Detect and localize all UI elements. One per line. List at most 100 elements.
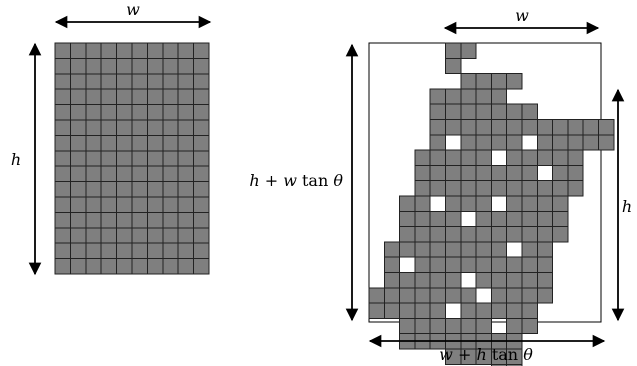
pixel-cell — [131, 88, 148, 106]
pixel-cell — [131, 181, 148, 198]
rotated-pixel-cell — [429, 103, 447, 120]
pixel-cell — [116, 73, 133, 90]
rotated-pixel-cell — [383, 241, 401, 258]
rotated-pixel-cell — [567, 164, 584, 182]
pixel-cell — [116, 104, 133, 121]
pixel-cell — [146, 57, 164, 75]
pixel-cell — [162, 211, 179, 229]
rotated-pixel-cell — [475, 73, 492, 90]
pixel-cell — [69, 119, 87, 136]
pixel-cell — [131, 119, 148, 136]
rotated-pixel-cell — [475, 119, 492, 136]
bbox-width-plus: + — [453, 345, 477, 364]
pixel-cell — [85, 104, 102, 121]
rotated-pixel-cell — [414, 195, 431, 212]
pixel-cell — [85, 242, 102, 260]
rotated-pixel-cell — [490, 73, 508, 90]
pixel-cell — [193, 88, 210, 106]
rotated-pixel-cell — [460, 287, 477, 304]
rotated-pixel-cell — [598, 119, 615, 136]
pixel-cell — [131, 242, 148, 260]
pixel-cell — [177, 119, 195, 136]
pixel-cell — [146, 88, 164, 106]
rotated-pixel-cell — [536, 195, 554, 212]
rotated-pixel-cell — [475, 272, 492, 289]
rotated-pixel-cell — [429, 149, 447, 166]
rotated-pixel-cell — [567, 149, 584, 166]
pixel-cell — [54, 150, 71, 167]
rotated-pixel-cell — [582, 119, 600, 136]
rotated-pixel-cell — [552, 119, 569, 136]
rotated-pixel-cell — [445, 317, 462, 335]
rotated-pixel-cell — [460, 241, 477, 258]
rotated-pixel-cell — [445, 42, 462, 59]
rotated-pixel-cell — [460, 119, 477, 136]
pixel-cell — [100, 119, 118, 136]
rotated-pixel-cell — [521, 103, 538, 120]
rotated-pixel-cell — [536, 226, 554, 243]
pixel-cell — [131, 150, 148, 167]
pixel-cell — [85, 119, 102, 136]
rotated-pixel-cell — [475, 164, 492, 182]
pixel-cell — [177, 134, 195, 152]
rotated-pixel-cell — [552, 149, 569, 166]
rotated-pixel-cell — [445, 119, 462, 136]
pixel-cell — [162, 242, 179, 260]
pixel-cell — [193, 211, 210, 229]
rotated-pixel-cell — [445, 180, 462, 197]
pixel-cell — [69, 104, 87, 121]
rotated-pixel-cell — [429, 272, 447, 289]
rotated-pixel-cell — [567, 134, 584, 151]
rotated-pixel-cell — [521, 272, 538, 289]
rotated-pixel-cell — [490, 119, 508, 136]
right-width-label: w — [515, 6, 529, 25]
rotated-pixel-cell — [399, 195, 416, 212]
rotated-pixel-cell — [536, 149, 554, 166]
rotated-pixel-cell — [521, 302, 538, 319]
pixel-cell — [162, 150, 179, 167]
pixel-cell — [131, 73, 148, 90]
rotated-pixel-cell — [445, 88, 462, 105]
bbox-height-term-b: w — [283, 171, 297, 190]
rotated-pixel-cell — [567, 180, 584, 197]
bbox-height-term-c: θ — [333, 171, 343, 190]
pixel-cell — [69, 227, 87, 244]
rotated-pixel-cell — [582, 134, 600, 151]
pixel-cell — [193, 258, 210, 275]
rotated-pixel-cell — [445, 210, 462, 228]
pixel-cell — [116, 181, 133, 198]
rotated-pixel-cell — [414, 226, 431, 243]
pixel-cell — [100, 42, 118, 59]
pixel-cell — [193, 57, 210, 75]
pixel-cell — [85, 134, 102, 152]
rotated-pixel-cell — [460, 195, 477, 212]
rotated-pixel-cell — [414, 302, 431, 319]
pixel-cell — [54, 73, 71, 90]
pixel-cell — [177, 242, 195, 260]
pixel-cell — [100, 104, 118, 121]
rotated-pixel-cell — [460, 180, 477, 197]
rotated-pixel-cell — [399, 226, 416, 243]
rotated-pixel-grid — [368, 42, 615, 366]
pixel-cell — [131, 211, 148, 229]
rotated-pixel-cell — [445, 103, 462, 120]
pixel-cell — [193, 73, 210, 90]
rotated-pixel-cell — [429, 317, 447, 335]
rotated-pixel-cell — [490, 272, 508, 289]
pixel-cell — [162, 57, 179, 75]
pixel-cell — [146, 42, 164, 59]
pixel-cell — [100, 227, 118, 244]
bbox-width-term-c: θ — [523, 345, 533, 364]
bbox-width-term-b: h — [476, 345, 486, 364]
rotated-pixel-cell — [445, 241, 462, 258]
pixel-cell — [69, 88, 87, 106]
rotated-pixel-cell — [506, 226, 523, 243]
pixel-cell — [54, 211, 71, 229]
pixel-cell — [193, 42, 210, 59]
rotated-pixel-cell — [490, 226, 508, 243]
pixel-cell — [54, 42, 71, 59]
rotated-pixel-cell — [414, 164, 431, 182]
pixel-cell — [116, 150, 133, 167]
pixel-cell — [116, 227, 133, 244]
